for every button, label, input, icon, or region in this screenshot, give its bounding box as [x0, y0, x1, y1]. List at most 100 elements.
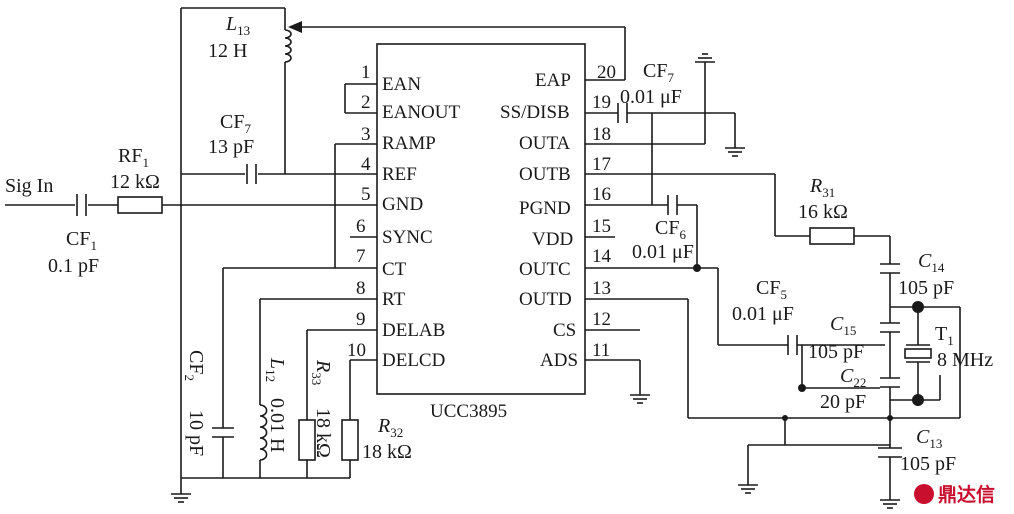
c14-value: 105 pF: [898, 277, 954, 299]
pin-name: OUTA: [519, 133, 571, 154]
cf7-right-label: CF7: [643, 60, 674, 85]
pin-name: DELCD: [382, 350, 445, 371]
capacitor-cf6: [667, 195, 678, 215]
c13-label: C13: [916, 426, 942, 451]
pin-number: 4: [361, 154, 371, 175]
l13-value: 12 H: [208, 40, 247, 62]
pin-number: 7: [356, 246, 366, 267]
pin-name: OUTB: [519, 164, 571, 185]
resistor-rf1: [117, 196, 163, 214]
l12-label: L12: [263, 357, 288, 382]
cf7-left-label: CF7: [220, 111, 251, 136]
logo-icon: [914, 484, 934, 504]
pin-name: CT: [382, 259, 407, 280]
capacitor-c22: [880, 377, 900, 388]
svg-text:CF2: CF2: [182, 350, 207, 381]
pin-name: SS/DISB: [500, 102, 570, 123]
svg-text:0.01 H: 0.01 H: [266, 398, 288, 452]
pin-number: 6: [356, 216, 366, 237]
pin-number: 17: [592, 154, 611, 175]
pin-number: 14: [592, 246, 612, 267]
r33-value: 18 kΩ: [312, 408, 334, 458]
pin-number: 20: [597, 62, 616, 83]
resistor-r31: [809, 227, 855, 245]
cf1-value: 0.1 pF: [48, 255, 99, 277]
arrow-icon: [288, 21, 302, 33]
cf6-label: CF6: [655, 217, 686, 242]
resistor-r33: [298, 419, 316, 461]
svg-text:18 kΩ: 18 kΩ: [312, 408, 334, 458]
pin-name: PGND: [519, 198, 571, 219]
pin-name: EAN: [382, 74, 421, 95]
pin-number: 12: [592, 309, 611, 330]
pin-name: SYNC: [382, 227, 433, 248]
l13-label: L13: [225, 13, 250, 38]
pin-number: 11: [592, 340, 610, 361]
ic-name: UCC3895: [430, 401, 507, 422]
svg-text:R33: R33: [309, 359, 334, 385]
c15-label: C15: [830, 313, 856, 338]
pin-name: OUTD: [519, 289, 572, 310]
pin-name: CS: [553, 320, 576, 341]
pin-name: RAMP: [382, 133, 436, 154]
pin-name: EAP: [535, 70, 571, 91]
pin-number: 18: [592, 124, 611, 145]
cf7-right-value: 0.01 μF: [620, 86, 682, 108]
pin-name: OUTC: [519, 259, 571, 280]
cf6-value: 0.01 μF: [632, 241, 694, 263]
resistor-r32: [341, 419, 359, 461]
pin-number: 10: [347, 340, 366, 361]
pin-name: RT: [382, 289, 406, 310]
pin-name: VDD: [532, 229, 573, 250]
pin-number: 5: [361, 184, 371, 205]
pin-name: ADS: [540, 350, 578, 371]
ic-left-pins: 1 EAN 2 EANOUT 3 RAMP 4 REF 5 GND 6 SYNC…: [347, 62, 460, 371]
capacitor-c15: [880, 322, 900, 333]
pin-name: GND: [382, 194, 423, 215]
pin-number: 3: [361, 124, 371, 145]
r32-value: 18 kΩ: [362, 441, 412, 463]
svg-text:10 pF: 10 pF: [185, 410, 207, 456]
capacitor-cf2: [212, 427, 234, 438]
cf5-value: 0.01 μF: [732, 303, 794, 325]
capacitor-c13: [878, 447, 902, 458]
crystal-t1: [904, 344, 932, 363]
pin-number: 8: [356, 278, 366, 299]
r31-value: 16 kΩ: [798, 201, 848, 223]
pin-number: 15: [592, 216, 611, 237]
t1-label: T1: [935, 323, 954, 348]
ic-right-pins: EAP 20 SS/DISB 19 OUTA 18 OUTB 17 PGND 1…: [500, 62, 616, 371]
cf5-label: CF5: [756, 277, 787, 302]
junction-dots: [693, 264, 924, 421]
c22-value: 20 pF: [820, 391, 866, 413]
svg-text:L12: L12: [263, 357, 288, 382]
c13-value: 105 pF: [900, 453, 956, 475]
c14-label: C14: [918, 250, 945, 275]
r32-label: R32: [377, 415, 403, 440]
capacitor-cf7-right: [617, 103, 628, 123]
inductor-l12: [259, 404, 268, 461]
cf7-left-value: 13 pF: [208, 136, 254, 158]
rf1-label: RF1: [118, 145, 149, 170]
c15-value: 105 pF: [808, 341, 864, 363]
pin-number: 16: [592, 184, 611, 205]
capacitor-cf7-left: [246, 164, 257, 184]
pin-number: 13: [592, 278, 611, 299]
pin-number: 9: [356, 309, 366, 330]
c22-label: C22: [840, 365, 866, 390]
watermark: 鼎达信: [914, 483, 995, 506]
pin-name: REF: [382, 164, 417, 185]
sig-in-label: Sig In: [5, 175, 53, 197]
t1-value: 8 MHz: [937, 349, 993, 371]
pin-name: DELAB: [382, 320, 445, 341]
watermark-text: 鼎达信: [938, 483, 995, 506]
pin-number: 19: [592, 92, 611, 113]
ic-body: [376, 43, 586, 395]
capacitor-cf5: [787, 335, 798, 355]
left-wiring: [5, 7, 377, 503]
capacitor-c14: [880, 263, 900, 274]
capacitor-cf1: [76, 194, 87, 216]
pin-name: EANOUT: [382, 102, 460, 123]
r33-label: R33: [309, 359, 334, 385]
inductor-l13: [284, 29, 292, 63]
